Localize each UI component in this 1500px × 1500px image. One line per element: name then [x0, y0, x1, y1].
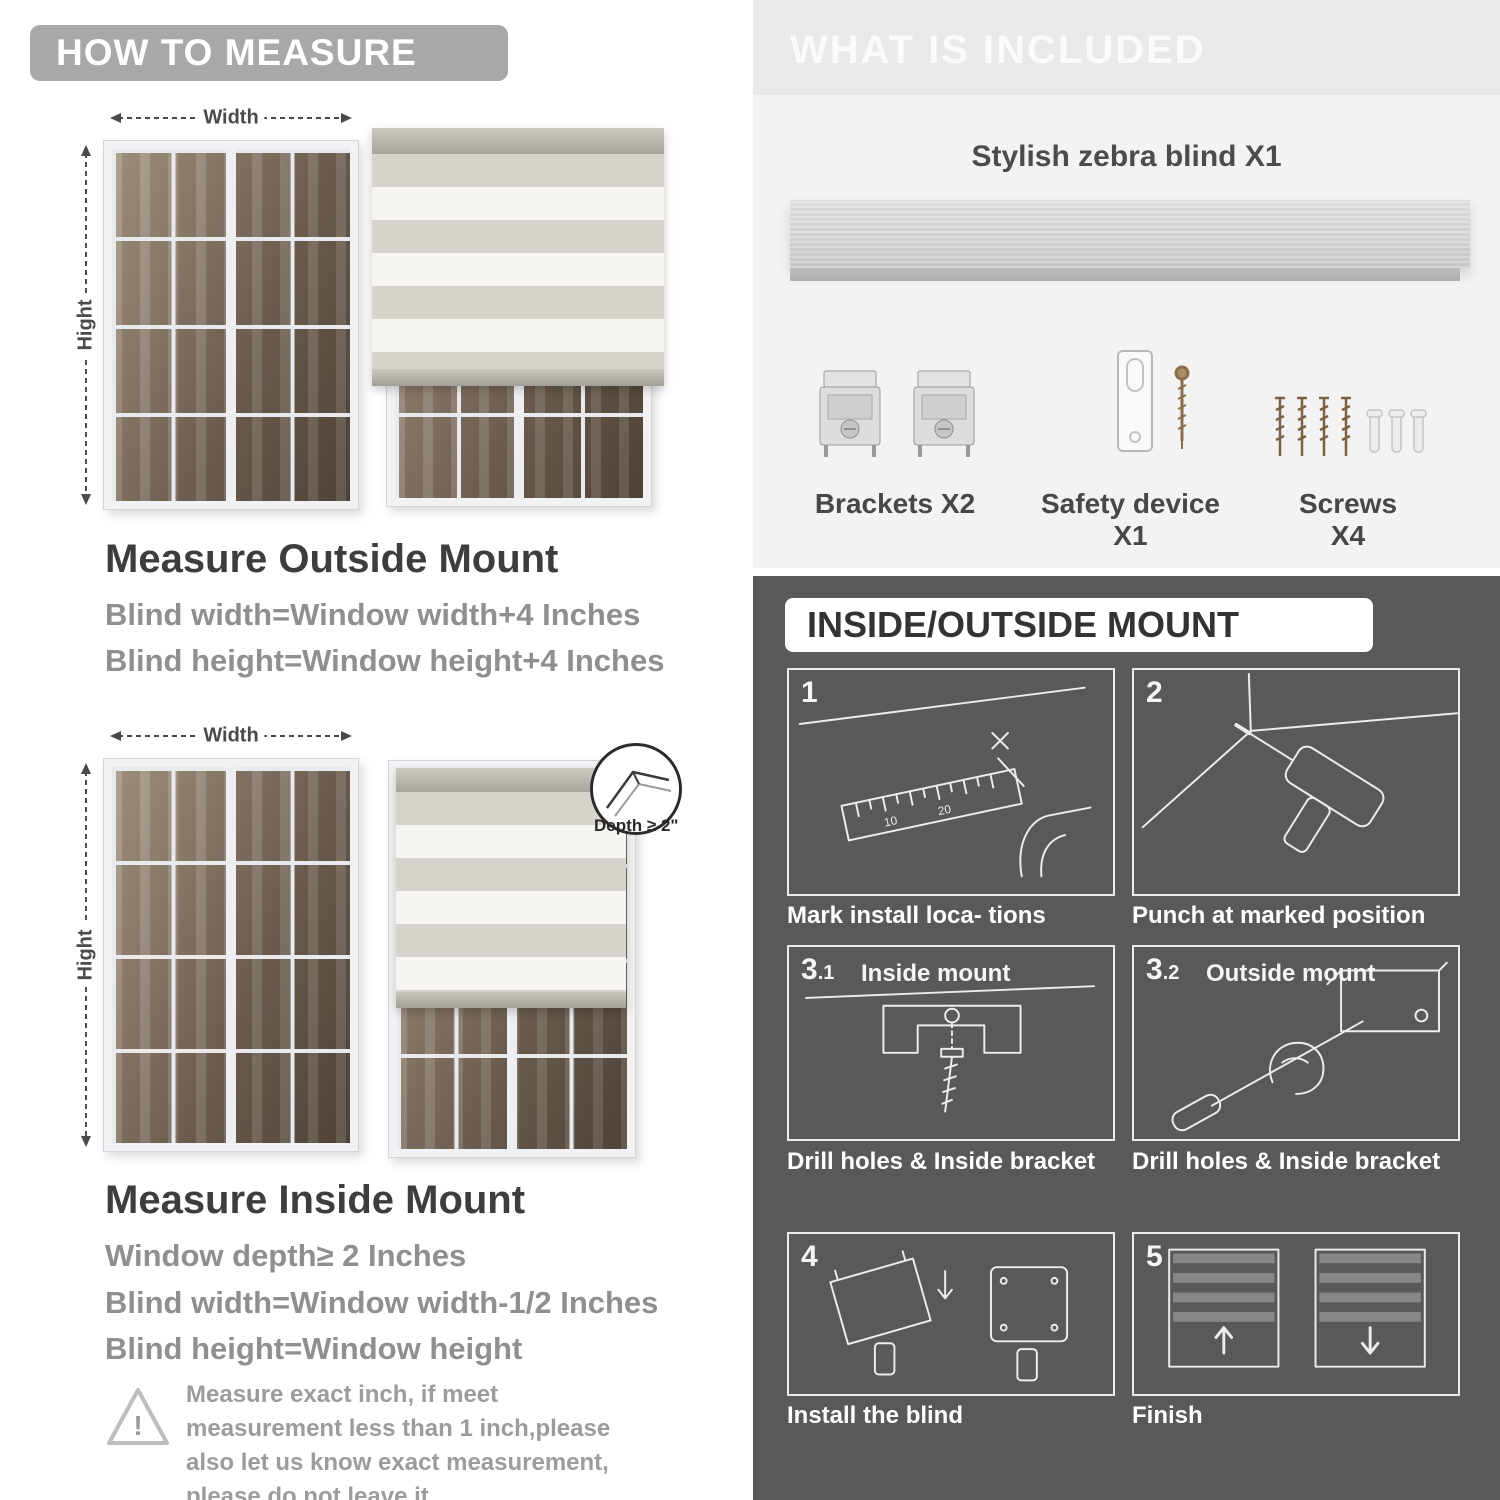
blind-headrail [372, 128, 664, 154]
safety-device-icon [1090, 345, 1220, 473]
blind-stripes [396, 792, 626, 992]
height-arrow-outside: Hight [74, 145, 98, 505]
what-is-included-title: WHAT IS INCLUDED [790, 28, 1206, 72]
step-panel-3-1: 3.1 Inside mount [787, 945, 1115, 1141]
zebra-blind [372, 128, 664, 386]
step-panel-2: 2 [1132, 668, 1460, 896]
screws-label: Screws X4 [1298, 488, 1398, 551]
install-blind-art [829, 1250, 1069, 1382]
mount-header-title: INSIDE/OUTSIDE MOUNT [807, 604, 1240, 645]
width-label: Width [197, 724, 265, 748]
how-to-measure-title: HOW TO MEASURE [56, 32, 417, 73]
step-number: 2 [1146, 676, 1163, 709]
width-arrow-outside: Width [110, 106, 352, 130]
window-glass [112, 767, 350, 1143]
warning-triangle-svg: ! [107, 1388, 169, 1445]
corner-detail-svg [605, 770, 672, 817]
step-panel-5: 5 [1132, 1232, 1460, 1396]
step-caption-3-2: Drill holes & Inside bracket [1132, 1148, 1441, 1175]
warning-text: Measure exact inch, if meet measurement … [186, 1381, 611, 1500]
brackets-svg [819, 370, 975, 457]
outside-mount-title: Measure Outside Mount [105, 537, 559, 581]
blind-illustration-outside [372, 128, 664, 507]
step-panel-1: 1 10 20 [787, 668, 1115, 896]
safety-device-label: Safety device X1 [1041, 488, 1220, 551]
brackets-icons [812, 365, 982, 473]
blind-headrail [396, 768, 626, 792]
included-card [753, 95, 1500, 568]
outside-formula-width: Blind width=Window width+4 Inches [105, 597, 641, 632]
svg-text:10: 10 [883, 814, 899, 830]
height-label: Hight [74, 923, 98, 987]
step-number: 1 [801, 676, 818, 709]
finish-art [1168, 1248, 1426, 1368]
inside-bracket-art [805, 985, 1095, 1113]
height-arrow-inside: Hight [74, 763, 98, 1147]
blind-headrail-product [790, 200, 1470, 281]
window-glass [112, 149, 350, 501]
warning-mark: ! [133, 1410, 142, 1441]
screws-svg [1275, 396, 1427, 456]
inside-formula-depth: Window depth≥ 2 Inches [105, 1238, 467, 1273]
width-arrow-inside: Width [110, 724, 352, 748]
headrail-lip [790, 268, 1460, 281]
screws-icons [1270, 392, 1430, 472]
window-illustration-outside [103, 140, 359, 510]
step-caption-2: Punch at marked position [1132, 902, 1426, 929]
height-label: Hight [74, 293, 98, 357]
step-number: 5 [1146, 1240, 1163, 1273]
step-number: 4 [801, 1240, 818, 1273]
inside-mount-label: Inside mount [861, 960, 1011, 987]
outside-bracket-art [1171, 961, 1448, 1132]
how-to-measure-header: HOW TO MEASURE [30, 25, 508, 81]
drill-art [1141, 672, 1458, 853]
step-panel-4: 4 [787, 1232, 1115, 1396]
step-caption-1: Mark install loca- tions [787, 902, 1046, 929]
brackets-label: Brackets X2 [814, 488, 976, 519]
outside-formula-height: Blind height=Window height+4 Inches [105, 643, 665, 678]
mark-locations-art: 10 20 [798, 686, 1092, 878]
step-number: 3.1 [801, 953, 835, 986]
depth-label: Depth ≥ 2" [594, 816, 679, 835]
step-caption-4: Install the blind [787, 1402, 964, 1429]
depth-magnifier [590, 743, 682, 835]
inside-formula-height: Blind height=Window height [105, 1331, 523, 1366]
width-label: Width [197, 106, 265, 130]
inside-formula-width: Blind width=Window width-1/2 Inches [105, 1285, 659, 1320]
warning-icon: ! [104, 1385, 172, 1449]
svg-text:20: 20 [937, 803, 953, 819]
safety-device-svg [1117, 350, 1190, 452]
blind-item-label: Stylish zebra blind X1 [971, 140, 1282, 173]
mount-header: INSIDE/OUTSIDE MOUNT [785, 598, 1373, 652]
blind-illustration-inside [388, 760, 636, 1158]
zebra-blind [396, 768, 626, 1008]
step-number: 3.2 [1146, 953, 1180, 986]
inside-mount-title: Measure Inside Mount [105, 1178, 526, 1222]
blind-stripes [372, 154, 664, 369]
blind-bottom-rail [396, 992, 626, 1008]
outside-mount-label: Outside mount [1206, 960, 1376, 987]
step-caption-5: Finish [1132, 1402, 1203, 1429]
window-illustration-inside [103, 758, 359, 1152]
step-caption-3-1: Drill holes & Inside bracket [787, 1148, 1096, 1175]
step-panel-3-2: 3.2 Outside mount [1132, 945, 1460, 1141]
blind-bottom-rail [372, 369, 664, 386]
